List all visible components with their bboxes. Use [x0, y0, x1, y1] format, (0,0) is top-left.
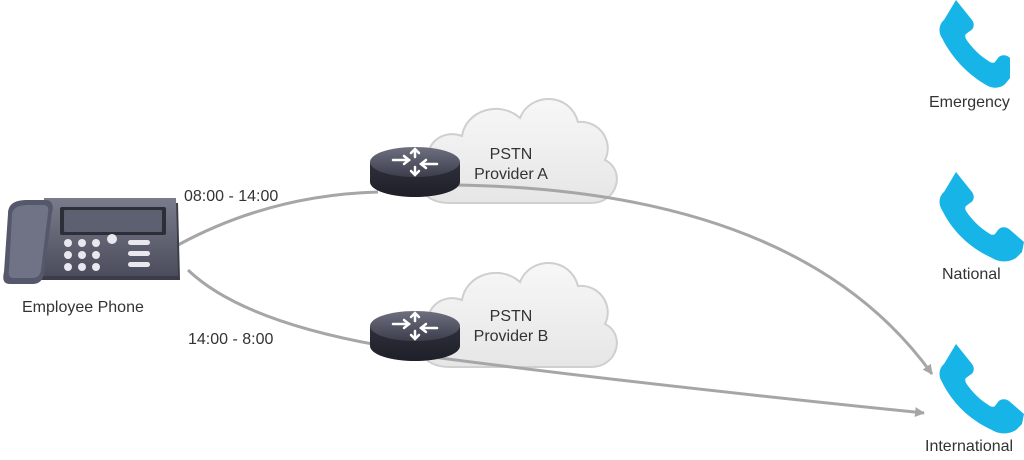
route-time-provider-b: 14:00 - 8:00 — [188, 331, 274, 348]
national-handset-icon — [939, 172, 1024, 262]
emergency-handset-icon — [939, 0, 1010, 88]
desk-phone-icon — [3, 198, 180, 284]
route-time-provider-a: 08:00 - 14:00 — [184, 188, 279, 205]
provider-b-line1: PSTN — [489, 308, 533, 325]
router-icon-provider-b — [370, 311, 460, 361]
international-handset-icon — [939, 344, 1024, 434]
provider-b-label: PSTN Provider B — [451, 307, 571, 347]
provider-b-line2: Provider B — [473, 328, 549, 345]
employee-phone-label: Employee Phone — [22, 299, 144, 316]
route-line-provider-a-to-international — [454, 183, 934, 375]
national-label: National — [942, 266, 1001, 283]
route-line-provider-b-to-international — [379, 348, 925, 418]
route-line-phone-to-provider-b — [186, 268, 379, 347]
provider-a-line1: PSTN — [489, 146, 533, 163]
emergency-label: Emergency — [929, 94, 1010, 111]
router-icon-provider-a — [370, 147, 460, 197]
international-label: International — [925, 438, 1014, 455]
route-line-phone-to-provider-a — [177, 190, 379, 247]
provider-a-line2: Provider A — [474, 166, 548, 183]
provider-a-label: PSTN Provider A — [451, 145, 571, 185]
